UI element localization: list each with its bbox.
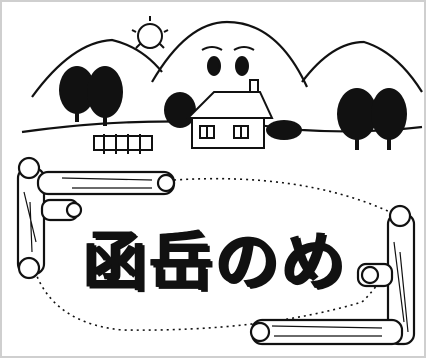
page-title: 函岳のめ bbox=[83, 226, 347, 300]
tree-icon bbox=[59, 66, 123, 126]
tree-icon bbox=[337, 88, 407, 150]
log-frame-icon bbox=[16, 156, 176, 280]
dotted-outline bbox=[29, 177, 395, 331]
fence-icon bbox=[93, 134, 153, 154]
log-frame-icon bbox=[249, 204, 416, 346]
house-icon bbox=[185, 79, 274, 149]
sun-icon bbox=[131, 16, 169, 49]
mountain-face-icon bbox=[201, 46, 255, 76]
